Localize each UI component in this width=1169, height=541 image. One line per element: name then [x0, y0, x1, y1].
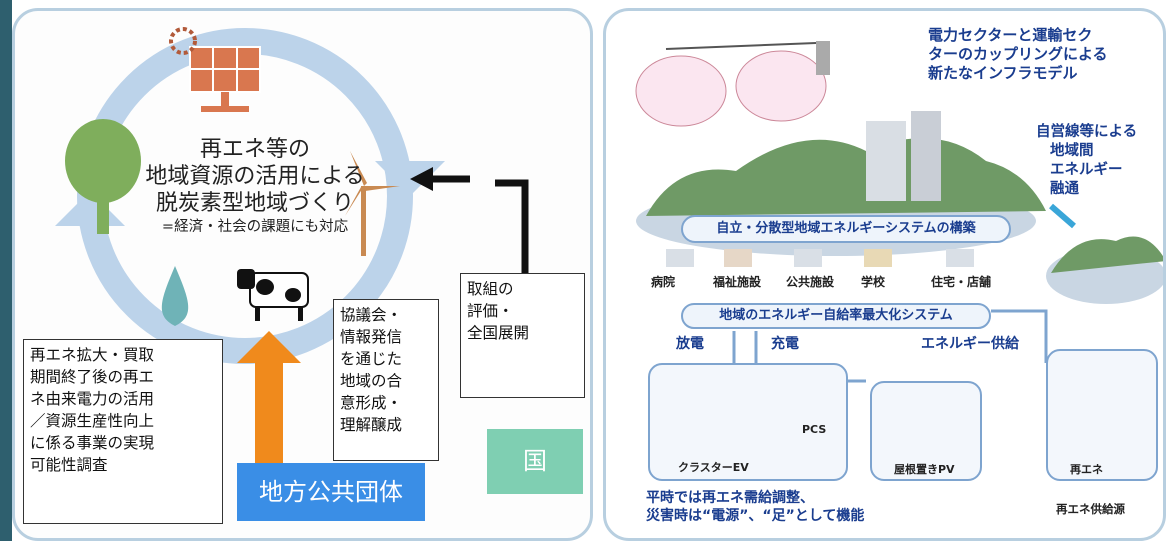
hospital-icon: [666, 249, 694, 267]
city-greenery: [646, 138, 1046, 216]
microgrid-bubble: [735, 50, 827, 122]
callout-line: 評価・: [467, 302, 514, 320]
facility-hospital: 病院: [651, 275, 676, 289]
building-icon: [911, 111, 941, 201]
tree-icon: [65, 119, 141, 234]
solar-panel-icon: [169, 27, 261, 112]
right-panel: 電力セクターと運輸セク ターのカップリングによる 新たなインフラモデル 自営線等…: [603, 8, 1166, 541]
facility-public: 公共施設: [786, 275, 835, 289]
renew-box: 再エネ: [1046, 349, 1158, 481]
callout-line: ネ由来電力の活用: [30, 390, 155, 408]
facility-welfare: 福祉施設: [713, 275, 762, 289]
building-icon: [866, 121, 906, 201]
side-label: 自営線等による 地域間 エネルギー 融通: [1036, 123, 1137, 199]
callout-line: 理解醸成: [340, 416, 403, 434]
cow-icon: [237, 269, 309, 321]
center-text: 再エネ等の 地域資源の活用による 脱炭素型地域づくり =経済・社会の課題にも対応: [110, 136, 400, 237]
feedback-arrow: [425, 175, 529, 273]
bottom-line: 災害時は“電源”、“足”として機能: [646, 508, 865, 524]
left-panel: 再エネ等の 地域資源の活用による 脱炭素型地域づくり =経済・社会の課題にも対応…: [12, 8, 593, 541]
renew-label: 再エネ: [1070, 463, 1103, 476]
callout-line: 地域の合: [340, 372, 403, 390]
renew-source-label: 再エネ供給源: [1056, 502, 1125, 516]
orange-arrow-shaft: [255, 361, 283, 481]
house-icon: [946, 249, 974, 267]
title: 電力セクターと運輸セク ターのカップリングによる 新たなインフラモデル: [928, 26, 1108, 83]
interchange-arrow: [1049, 203, 1076, 229]
cycle-arrowhead-right: [375, 161, 445, 196]
title-line: 新たなインフラモデル: [928, 64, 1078, 82]
callout-line: 全国展開: [467, 324, 530, 342]
system-bar: 自立・分散型地域エネルギーシステムの構築: [681, 215, 1011, 243]
microgrid-bubble: [635, 55, 727, 127]
facility-school: 学校: [861, 275, 886, 289]
cycle-graphic: [55, 27, 529, 481]
side-line: エネルギー: [1050, 162, 1123, 178]
callout-line: を通じた: [340, 350, 403, 368]
roof-pv-box: 屋根置きPV: [870, 381, 982, 481]
wind-turbine-icon: [345, 151, 400, 256]
charge-label: 充電: [771, 336, 799, 352]
center-line4: =経済・社会の課題にも対応: [161, 219, 349, 235]
cluster-ev-box: クラスターEV PCS: [648, 363, 848, 481]
orange-arrowhead: [237, 331, 301, 363]
callout-line: 再エネ拡大・買取: [30, 346, 155, 364]
supply-label: エネルギー供給: [921, 336, 1019, 352]
callout-line: 協議会・: [340, 306, 403, 324]
side-greenery: [1051, 236, 1163, 273]
bottom-line: 平時では再エネ需給調整、: [646, 490, 814, 506]
pcs-label: PCS: [802, 423, 827, 436]
center-line3: 脱炭素型地域づくり: [155, 191, 354, 216]
callout-evaluation: 取組の 評価・ 全国展開: [460, 273, 585, 398]
callout-feasibility: 再エネ拡大・買取 期間終了後の再エ ネ由来電力の活用 ／資源生産性向上 に係る事…: [23, 339, 223, 524]
callout-line: 情報発信: [340, 328, 403, 346]
facility-housing: 住宅・店舗: [931, 275, 992, 289]
country-box: 国: [487, 429, 583, 494]
bottom-text: 平時では再エネ需給調整、 災害時は“電源”、“足”として機能: [646, 489, 864, 525]
callout-line: に係る事業の実現: [30, 434, 155, 452]
side-line: 地域間: [1050, 143, 1094, 159]
callout-line: 取組の: [467, 280, 514, 298]
title-line: 電力セクターと運輸セク: [928, 26, 1093, 44]
welfare-icon: [724, 249, 752, 267]
local-government-box: 地方公共団体: [237, 463, 425, 521]
public-facility-icon: [794, 249, 822, 267]
callout-line: 意形成・: [340, 394, 403, 412]
callout-consensus: 協議会・ 情報発信 を通じた 地域の合 意形成・ 理解醸成: [333, 299, 439, 461]
roof-pv-label: 屋根置きPV: [894, 463, 955, 476]
center-line1: 再エネ等の: [199, 137, 310, 162]
title-line: ターのカップリングによる: [928, 45, 1108, 63]
callout-line: 期間終了後の再エ: [30, 368, 155, 386]
side-line: 自営線等による: [1036, 124, 1138, 140]
school-icon: [864, 249, 892, 267]
discharge-label: 放電: [676, 336, 704, 352]
max-bar: 地域のエネルギー自給率最大化システム: [681, 303, 991, 329]
center-line2: 地域資源の活用による: [145, 164, 365, 189]
flow-arrows: [732, 309, 1048, 383]
callout-line: 可能性調査: [30, 456, 108, 474]
water-drop-icon: [161, 266, 189, 326]
cluster-ev-label: クラスターEV: [678, 461, 749, 474]
side-line: 融通: [1050, 181, 1079, 197]
sidebar-strip: [0, 0, 12, 541]
callout-line: ／資源生産性向上: [30, 412, 155, 430]
feedback-arrowhead: [410, 167, 433, 191]
grid-cabinet-icon: [816, 41, 830, 75]
